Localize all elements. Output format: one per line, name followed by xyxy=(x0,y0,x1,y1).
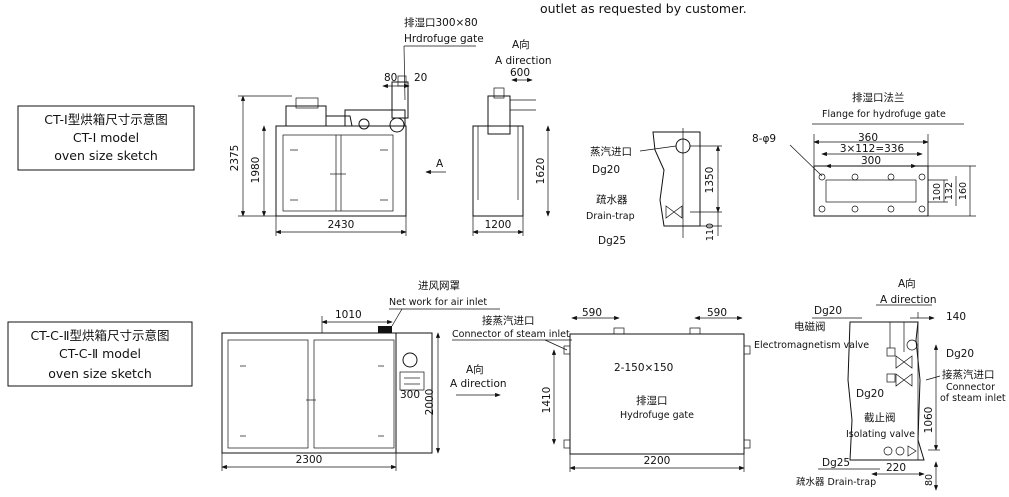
ct1-front-view: 排湿口300×80 Hrdrofuge gate 2375 1980 xyxy=(229,16,484,236)
ct1-title-box: CT-Ⅰ型烘箱尺寸示意图 CT-Ⅰ model oven size sketch xyxy=(17,105,195,171)
ctc2-net-cn: 进风网罩 xyxy=(418,280,460,292)
ctc2-gate-en: Hydrofuge gate xyxy=(620,410,694,421)
ctc2-top-view: 接蒸汽进口 Connector of steam inlet 590 590 2… xyxy=(452,307,751,472)
ctc2-pipe-dg25: Dg25 xyxy=(822,457,850,469)
ctc2-pipe-dir-cn: A向 xyxy=(898,277,916,290)
ctc2-pipe-steam-en2: of steam inlet xyxy=(940,393,1006,404)
ctc2-dim-590b: 590 xyxy=(707,307,727,319)
ctc2-dim-1060: 1060 xyxy=(923,407,935,434)
ctc2-pipe-trap: 疏水器 Drain-trap xyxy=(796,476,876,488)
flange-dim-100: 100 xyxy=(932,183,943,201)
ctc2-dim-300: 300 xyxy=(400,389,420,401)
ct1-vent-label-en: Hrdrofuge gate xyxy=(404,33,484,45)
ctc2-pipe-steam-cn: 接蒸汽进口 xyxy=(942,368,995,381)
ctc2-pipe-dg20a: Dg20 xyxy=(814,305,842,317)
flange-holes: 8-φ9 xyxy=(752,133,776,145)
ctc2-title-line2: CT-C-Ⅱ model xyxy=(59,346,141,361)
ct1-title-line2: CT-Ⅰ model xyxy=(73,130,139,145)
ctc2-dim-2200: 2200 xyxy=(644,455,671,467)
ct1-dg20: Dg20 xyxy=(592,164,620,176)
flange-dim-160: 160 xyxy=(958,182,969,200)
flange-dim-300: 300 xyxy=(861,155,881,167)
ct1-flange: 排湿口法兰 Flange for hydrofuge gate 8-φ9 360… xyxy=(752,91,976,217)
ctc2-iso-en: Isolating valve xyxy=(846,429,915,440)
ct1-steam-detail: 蒸汽进口 Dg20 疏水器 Drain-trap Dg25 1350 110 xyxy=(586,128,722,247)
flange-title-cn: 排湿口法兰 xyxy=(852,91,905,104)
ctc2-dim-1010: 1010 xyxy=(335,309,362,321)
ct1-trap-cn: 疏水器 xyxy=(596,193,628,206)
ctc2-dim-1410: 1410 xyxy=(541,387,553,414)
flange-title-en: Flange for hydrofuge gate xyxy=(822,109,946,120)
ctc2-mid-dir-en: A direction xyxy=(450,378,507,390)
ct1-side-dim-1200: 1200 xyxy=(485,219,512,231)
ct1-side-dir-en: A direction xyxy=(495,55,552,67)
ctc2-valve-en: Electromagnetism valve xyxy=(754,340,869,351)
ctc2-title-line1: CT-C-Ⅱ型烘箱尺寸示意图 xyxy=(30,328,169,343)
ct1-trap-en: Drain-trap xyxy=(586,211,635,222)
ctc2-mid-dir-cn: A向 xyxy=(466,363,484,376)
ctc2-front-view: 进风网罩 Net work for air inlet 1010 300 200… xyxy=(221,280,500,471)
ct1-dim-1350: 1350 xyxy=(704,167,716,194)
ctc2-piping-detail: A向 A direction Dg20 电磁阀 Electromagnetism… xyxy=(754,277,1006,491)
flange-dim-360: 360 xyxy=(858,132,878,144)
ct1-steam-cn: 蒸汽进口 xyxy=(590,145,632,158)
ctc2-iso-cn: 截止阀 xyxy=(864,411,896,424)
ctc2-pipe-steam-en1: Connector xyxy=(946,382,995,393)
ct1-dg25: Dg25 xyxy=(598,235,626,247)
ctc2-steam-cn: 接蒸汽进口 xyxy=(482,314,535,327)
ct1-dim-2430: 2430 xyxy=(328,219,355,231)
ctc2-valve-cn: 电磁阀 xyxy=(794,320,826,333)
ct1-dim-1980: 1980 xyxy=(250,157,262,184)
ct1-dim-2375: 2375 xyxy=(229,145,241,172)
ctc2-dim-80: 80 xyxy=(924,474,935,486)
ctc2-net-en: Net work for air inlet xyxy=(389,297,487,308)
ct1-dim-20: 20 xyxy=(414,72,427,84)
ctc2-steam-en: Connector of steam inlet xyxy=(452,329,570,340)
ctc2-dim-140: 140 xyxy=(946,311,966,323)
ct1-side-dim-600: 600 xyxy=(510,67,530,79)
flange-dim-132: 132 xyxy=(944,182,955,200)
ctc2-pipe-dg20c: Dg20 xyxy=(856,388,884,400)
ctc2-dim-590a: 590 xyxy=(582,307,602,319)
ct1-vent-label-cn: 排湿口300×80 xyxy=(404,16,478,29)
ct1-title-line1: CT-Ⅰ型烘箱尺寸示意图 xyxy=(44,112,167,127)
ctc2-pipe-dir-en: A direction xyxy=(880,294,937,306)
ctc2-dim-2300: 2300 xyxy=(296,454,323,466)
ctc2-dim-220: 220 xyxy=(886,462,906,474)
ct1-dim-110: 110 xyxy=(705,223,716,241)
ct1-arrow-A: A xyxy=(436,158,444,170)
ct1-side-dim-1620: 1620 xyxy=(535,158,547,185)
ctc2-title-box: CT-C-Ⅱ型烘箱尺寸示意图 CT-C-Ⅱ model oven size sk… xyxy=(7,321,193,387)
ctc2-title-line3: oven size sketch xyxy=(48,366,152,381)
ctc2-gate-size: 2-150×150 xyxy=(614,362,673,374)
ctc2-pipe-dg20b: Dg20 xyxy=(946,348,974,360)
ctc2-gate-cn: 排湿口 xyxy=(636,394,668,407)
ct1-side-dir-cn: A向 xyxy=(512,38,530,51)
header-note: outlet as requested by customer. xyxy=(540,1,747,16)
flange-dim-3x112: 3×112=336 xyxy=(840,143,905,155)
ct1-side-view: A向 A direction 600 1620 1200 xyxy=(472,38,552,236)
ctc2-mid-direction: A向 A direction xyxy=(450,363,507,398)
ct1-title-line3: oven size sketch xyxy=(54,148,158,163)
ct1-dim-80: 80 xyxy=(384,72,397,84)
ctc2-dim-2000: 2000 xyxy=(424,389,436,416)
